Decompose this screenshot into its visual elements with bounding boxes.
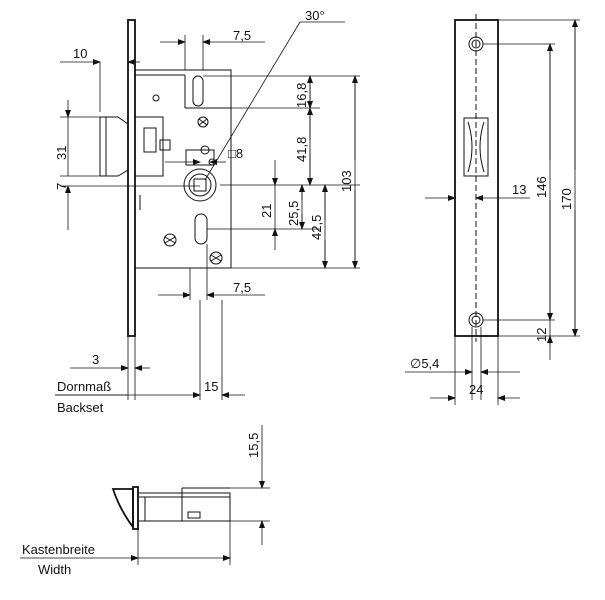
dim-21: 21 — [259, 204, 274, 218]
dim-hole-diameter: ∅5,4 — [410, 356, 439, 371]
dim-latch-projection: 10 — [73, 46, 87, 61]
screw-lower-left — [163, 233, 177, 247]
dim-width-24: 24 — [469, 382, 483, 397]
dim-12: 12 — [534, 328, 549, 342]
faceplate-view: 146 170 12 13 ∅5,4 24 — [405, 14, 580, 405]
dim-170: 170 — [559, 188, 574, 210]
bottom-latch-tip — [111, 488, 134, 530]
dim-13: 13 — [512, 182, 526, 197]
dim-follower-offset-top: 7,5 — [233, 28, 251, 43]
front-faceplate — [127, 19, 136, 337]
dim-41-8: 41,8 — [294, 137, 309, 162]
dim-103: 103 — [339, 170, 354, 192]
screw-top — [152, 94, 160, 102]
bottom-faceplate — [132, 486, 139, 530]
dim-15: 15 — [204, 379, 218, 394]
dim-spindle-square: □8 — [228, 146, 243, 161]
bottom-view: 15,5 Kastenbreite Width — [20, 425, 270, 577]
follower-hub — [183, 145, 217, 202]
width-label-de: Kastenbreite — [22, 542, 95, 557]
dim-follower-offset-bottom: 7,5 — [233, 280, 251, 295]
dim-146: 146 — [534, 176, 549, 198]
upper-slot — [192, 75, 204, 107]
backset-label-de: Dornmaß — [57, 379, 111, 394]
dim-16-8: 16,8 — [294, 83, 309, 108]
screw-upper — [197, 116, 209, 128]
faceplate-latch-window — [463, 117, 489, 177]
lock-case — [134, 69, 232, 269]
backset-label-en: Backset — [57, 400, 104, 415]
dim-latch-offset: 7 — [54, 183, 69, 190]
bottom-case — [137, 492, 231, 522]
latch-bolt — [99, 116, 171, 177]
screw-lower-right — [209, 251, 223, 265]
dim-25-5: 25,5 — [286, 201, 301, 226]
width-label-en: Width — [38, 562, 71, 577]
dim-faceplate-thickness: 3 — [92, 352, 99, 367]
dim-angle: 30° — [305, 8, 325, 23]
lower-slot — [194, 213, 208, 245]
dim-42-5: 42,5 — [309, 215, 324, 240]
dim-latch-height: 31 — [54, 146, 69, 160]
dim-15-5: 15,5 — [246, 433, 261, 458]
front-view: 10 7,5 30° □8 31 7 16,8 — [54, 8, 360, 415]
